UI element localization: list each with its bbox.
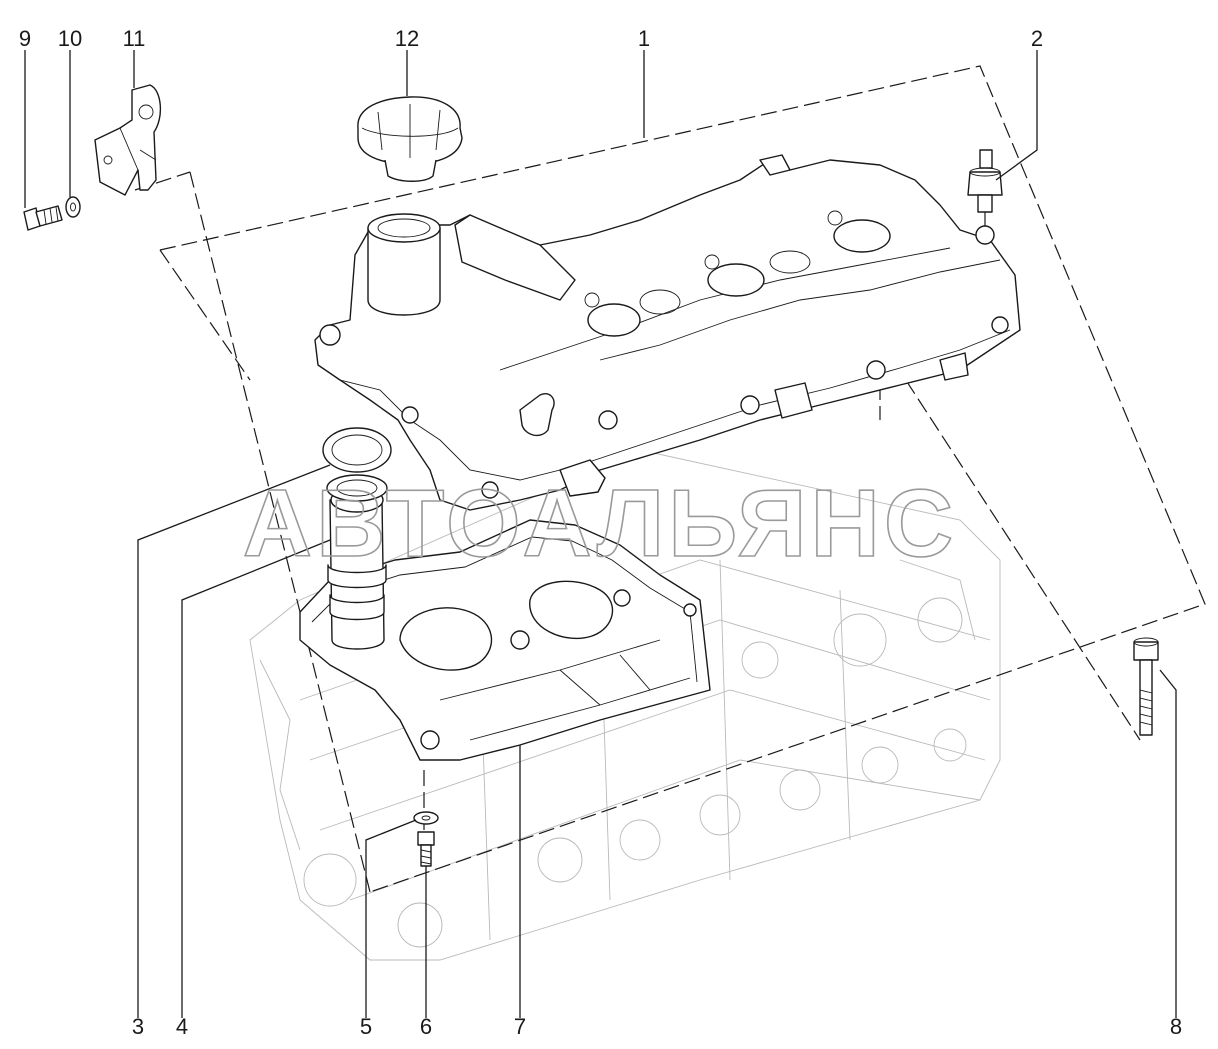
callout-1: 1 bbox=[638, 26, 650, 51]
bolt-icon bbox=[417, 831, 435, 867]
callout-11: 11 bbox=[123, 26, 146, 51]
flange-bolt-icon bbox=[23, 205, 63, 231]
oil-baffle-plate-icon bbox=[299, 519, 711, 761]
callout-9: 9 bbox=[19, 26, 31, 51]
callout-3: 3 bbox=[132, 1014, 144, 1039]
stud-bolt-icon bbox=[967, 149, 1003, 213]
oil-filler-tube-icon bbox=[326, 474, 388, 650]
washer-icon bbox=[413, 811, 439, 825]
watermark-text: АВТОАЛЬЯНС bbox=[243, 470, 957, 577]
callout-5: 5 bbox=[360, 1014, 372, 1039]
bracket-icon bbox=[94, 84, 161, 196]
long-bolt-icon bbox=[1133, 637, 1159, 736]
callout-12: 12 bbox=[395, 26, 419, 51]
callout-7: 7 bbox=[514, 1014, 526, 1039]
callout-labels: 9 10 11 12 1 2 3 4 5 6 7 8 bbox=[19, 26, 1182, 1039]
washer-small-icon bbox=[65, 196, 81, 218]
valve-cover-icon bbox=[314, 154, 1021, 511]
callout-4: 4 bbox=[176, 1014, 188, 1039]
o-ring-icon bbox=[322, 427, 392, 473]
callout-2: 2 bbox=[1031, 26, 1043, 51]
callout-10: 10 bbox=[58, 26, 82, 51]
callout-6: 6 bbox=[420, 1014, 432, 1039]
callout-8: 8 bbox=[1170, 1014, 1182, 1039]
oil-filler-cap-icon bbox=[357, 96, 463, 182]
leader-lines bbox=[24, 50, 1177, 1018]
